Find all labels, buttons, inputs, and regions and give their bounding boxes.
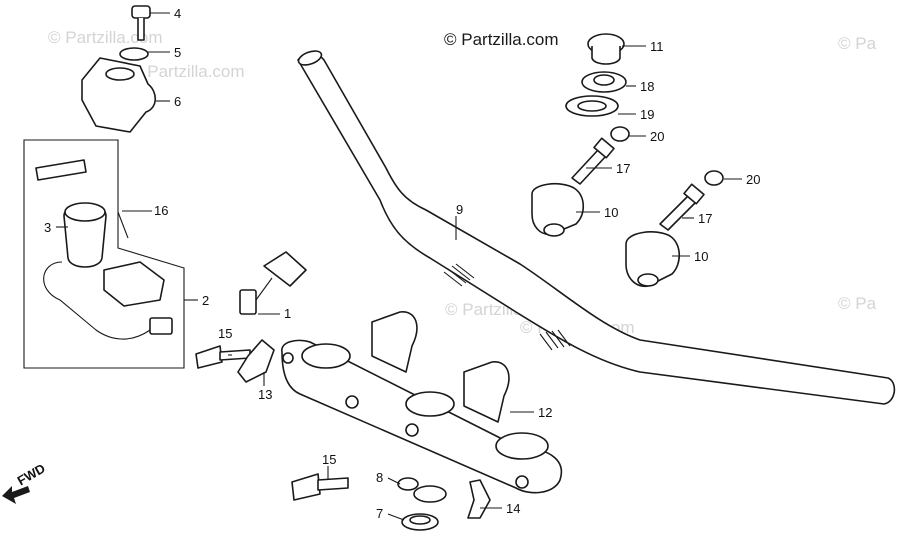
handle-holder-lower (625, 231, 681, 288)
clamp-14 (467, 479, 491, 519)
callout-9: 9 (456, 202, 463, 217)
brand-label: © Partzilla.com (444, 30, 559, 49)
bolt-15-lower (291, 473, 349, 501)
bracket-1 (239, 251, 307, 315)
watermark: © Partzilla.com (48, 28, 163, 47)
callout-7: 7 (376, 506, 383, 521)
callout-14: 14 (506, 501, 520, 516)
callout-12: 12 (538, 405, 552, 420)
callout-18: 18 (640, 79, 654, 94)
grommet-8 (397, 477, 447, 503)
handlebar (297, 50, 896, 405)
key-4 (131, 5, 151, 41)
combination-switch-assembly (23, 139, 185, 369)
callout-20-upper: 20 (650, 129, 664, 144)
washer-19 (565, 95, 619, 117)
fwd-arrow-icon (2, 486, 30, 504)
nut-20-upper (610, 126, 630, 142)
callout-5: 5 (174, 45, 181, 60)
upper-fork-bridge (281, 311, 563, 494)
callout-19: 19 (640, 107, 654, 122)
washer-18 (581, 71, 627, 93)
cap-5 (119, 47, 149, 61)
watermark: © Pa (838, 294, 877, 313)
callout-2: 2 (202, 293, 209, 308)
callout-3: 3 (44, 220, 51, 235)
callout-10-lower: 10 (694, 249, 708, 264)
callout-4: 4 (174, 6, 181, 21)
callout-1: 1 (284, 306, 291, 321)
callout-20-lower: 20 (746, 172, 760, 187)
nut-20-lower (704, 170, 724, 186)
callout-10-upper: 10 (604, 205, 618, 220)
callout-8: 8 (376, 470, 383, 485)
watermark: © Pa (838, 34, 877, 53)
grommet-7 (401, 513, 439, 531)
bolt-15-upper (195, 345, 251, 369)
leader-lines (56, 12, 742, 521)
callouts: 4 5 6 16 3 2 1 15 13 9 12 11 18 19 20 17… (44, 6, 760, 521)
callout-13: 13 (258, 387, 272, 402)
callout-11: 11 (650, 39, 664, 54)
callout-16: 16 (154, 203, 168, 218)
callout-17-upper: 17 (616, 161, 630, 176)
callout-15-upper: 15 (218, 326, 232, 341)
clamp-13 (237, 339, 275, 383)
bolt-17-lower (659, 183, 705, 231)
callout-15-lower: 15 (322, 452, 336, 467)
switch-cover-6 (81, 57, 157, 133)
watermark: © Partzilla.com (130, 62, 245, 81)
callout-17-lower: 17 (698, 211, 712, 226)
handle-holder-upper (531, 182, 585, 237)
bolt-17-upper (571, 137, 615, 185)
callout-6: 6 (174, 94, 181, 109)
steering-stem-nut (587, 33, 625, 65)
fwd-label: FWD (15, 461, 48, 489)
